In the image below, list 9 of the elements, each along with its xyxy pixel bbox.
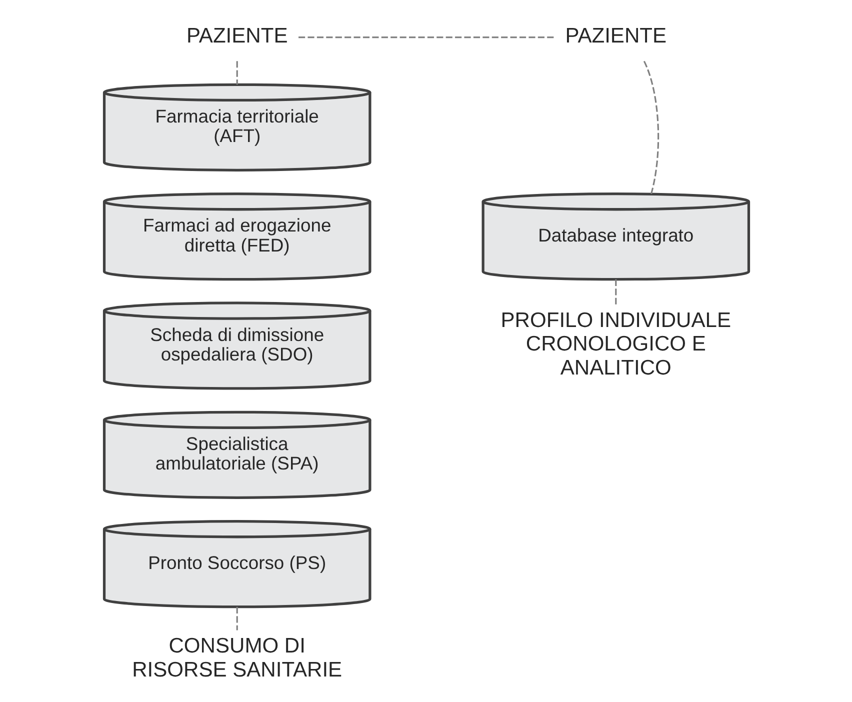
connector xyxy=(298,36,554,38)
connector xyxy=(614,279,616,305)
node-text: PROFILO INDIVIDUALE CRONOLOGICO E ANALITICO xyxy=(500,309,731,380)
node-text: PAZIENTE xyxy=(564,24,666,48)
node-text: CONSUMO DI RISORSE SANITARIE xyxy=(132,634,342,682)
connector xyxy=(236,61,238,85)
connector xyxy=(236,606,238,630)
node-text: PAZIENTE xyxy=(186,24,288,48)
connector xyxy=(642,60,659,194)
